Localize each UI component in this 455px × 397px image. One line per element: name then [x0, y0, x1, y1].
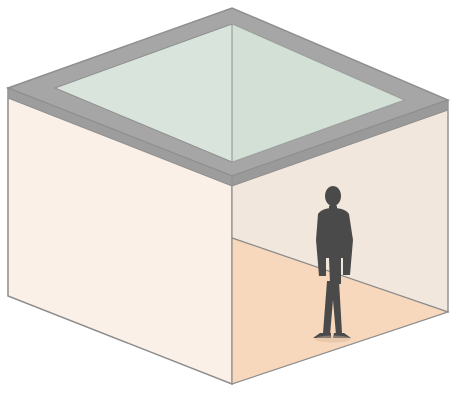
person-silhouette — [313, 186, 353, 338]
skylight-glass-shade — [232, 24, 404, 162]
person-shadow — [315, 335, 351, 343]
roof-front-right-face — [231, 99, 449, 187]
